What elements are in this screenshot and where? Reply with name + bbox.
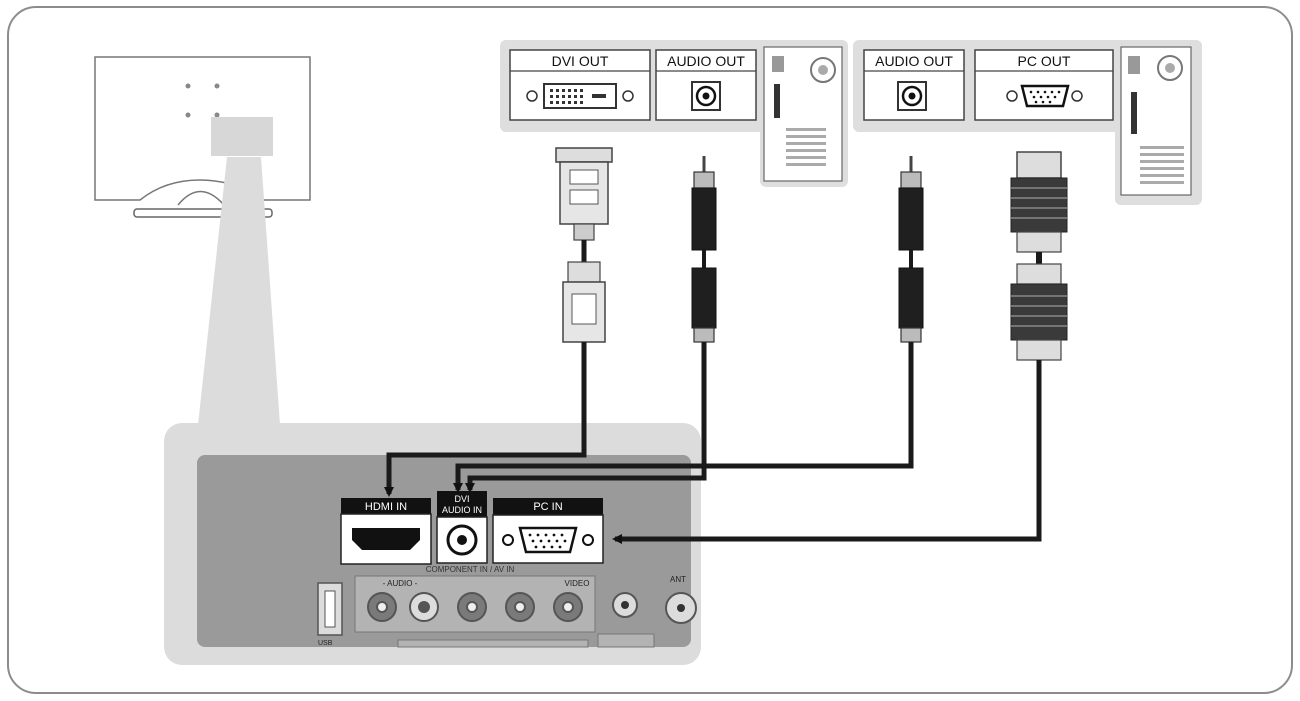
tv-connector-area [211, 117, 273, 156]
hdmi-in-label: HDMI IN [365, 501, 407, 513]
scart-port-2 [597, 633, 655, 648]
headphone-port [612, 592, 638, 618]
vga-cable [612, 151, 1068, 544]
pc-out-label: PC OUT [1018, 53, 1071, 69]
antenna-port: ANT [665, 575, 697, 624]
audio-cable-left [465, 156, 717, 493]
pc-out-port: PC OUT [974, 49, 1114, 121]
pc-vga-device: AUDIO OUT PC OUT [853, 40, 1202, 205]
hdmi-in-port: HDMI IN [340, 498, 432, 565]
pc-dvi-device: DVI OUT AUDIO OUT [500, 40, 848, 187]
component-label: COMPONENT IN / AV IN [426, 565, 515, 574]
dvi-out-port: DVI OUT [509, 49, 651, 121]
scart-port [397, 639, 589, 648]
dvi-audio-label-2: AUDIO IN [442, 505, 482, 515]
component-audio-label: - AUDIO - [383, 579, 418, 588]
dvi-out-label: DVI OUT [552, 53, 609, 69]
ant-label: ANT [670, 575, 686, 584]
pc-in-port: PC IN [492, 498, 604, 564]
usb-label: USB [318, 640, 333, 647]
audio-out-left-label: AUDIO OUT [667, 53, 745, 69]
component-av-ports: COMPONENT IN / AV IN - AUDIO - VIDEO ANT… [317, 565, 697, 648]
component-video-label: VIDEO [565, 579, 590, 588]
audio-out-right-label: AUDIO OUT [875, 53, 953, 69]
pc-in-label: PC IN [533, 501, 562, 513]
dvi-audio-in-port: DVI AUDIO IN [436, 491, 488, 564]
audio-cable-right [453, 156, 924, 493]
audio-out-port-left: AUDIO OUT [655, 49, 757, 121]
dvi-to-hdmi-cable [384, 147, 613, 497]
usb-port: USB [317, 582, 343, 647]
audio-out-port-right: AUDIO OUT [863, 49, 965, 121]
dvi-audio-label-1: DVI [454, 494, 469, 504]
zoom-callout [198, 157, 280, 425]
